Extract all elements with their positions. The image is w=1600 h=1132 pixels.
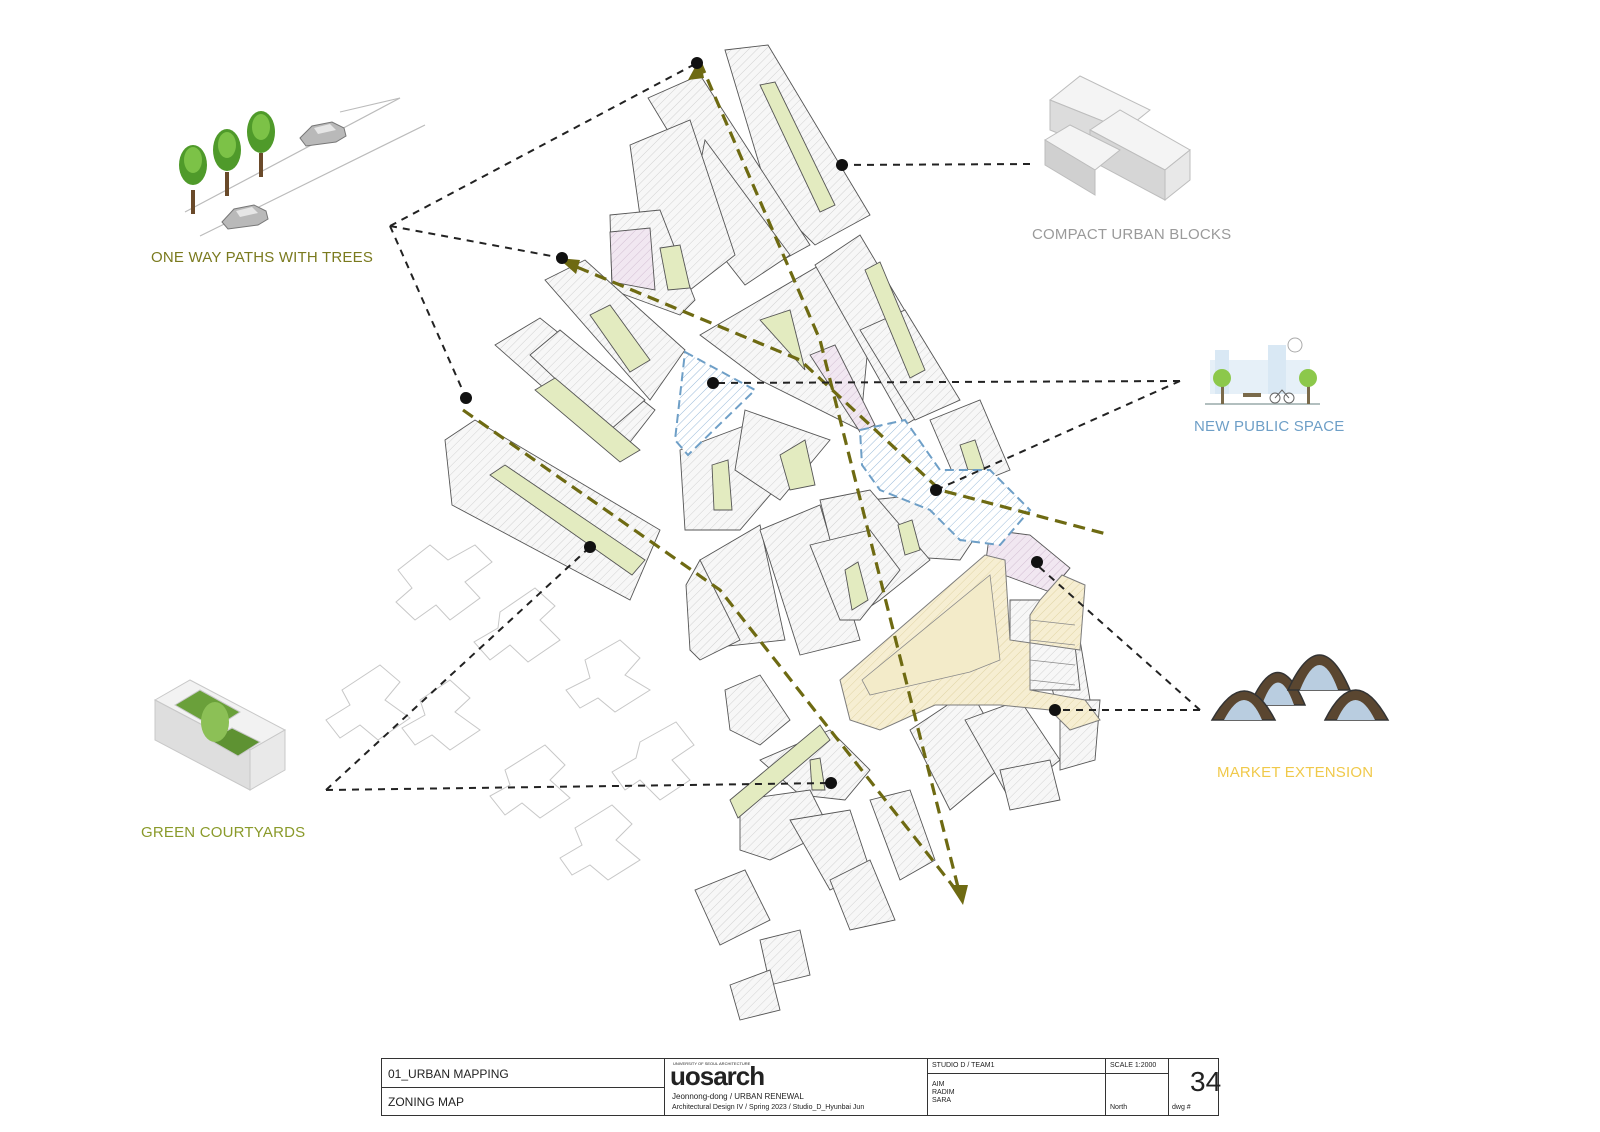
tree-icon <box>1299 369 1317 404</box>
urban-blocks <box>444 44 1101 1021</box>
bicycle-icon <box>1269 389 1295 404</box>
block-s-5 <box>869 789 936 881</box>
leader-lines <box>325 62 1201 791</box>
one-way-paths <box>462 61 1111 896</box>
block-s-8 <box>759 929 811 986</box>
block-s-6 <box>694 869 771 946</box>
logo-subtext: UNIVERSITY OF SEOUL ARCHITECTURE <box>673 1061 751 1066</box>
leader-dots <box>460 57 1061 789</box>
title-block: 01_URBAN MAPPING ZONING MAP UNIVERSITY O… <box>381 1058 1222 1116</box>
block-sw-1 <box>685 559 741 661</box>
tree-icon <box>1213 369 1231 404</box>
label-market-extension: MARKET EXTENSION <box>1217 764 1374 781</box>
block-e-south-5 <box>999 759 1061 811</box>
block-s-9 <box>729 969 781 1021</box>
member-3: SARA <box>932 1097 952 1104</box>
member-2: RADIM <box>932 1089 955 1096</box>
car-icon <box>221 204 269 230</box>
label-one-way-paths: ONE WAY PATHS WITH TREES <box>151 249 374 266</box>
green-courtyards-illustration <box>153 679 287 791</box>
scale-label: SCALE 1:2000 <box>1110 1062 1157 1069</box>
tree-icon <box>213 129 241 196</box>
public-space-illustration <box>1205 337 1320 405</box>
green-courtyards <box>489 81 986 819</box>
block-c-2 <box>759 504 861 656</box>
block-s-3 <box>739 789 831 861</box>
studio-team: STUDIO D / TEAM1 <box>932 1062 995 1069</box>
project-name: Jeonnong-dong / URBAN RENEWAL <box>672 1092 804 1101</box>
bench-icon <box>1243 393 1261 397</box>
block-s-7 <box>829 859 896 931</box>
north-label: North <box>1110 1104 1128 1111</box>
uosarch-logo: uosarch <box>670 1061 765 1091</box>
market-vaults-illustration <box>1210 654 1390 721</box>
context-buildings <box>325 544 695 881</box>
trees-cars-illustration <box>179 97 426 237</box>
tree-icon <box>179 145 207 214</box>
label-compact-blocks: COMPACT URBAN BLOCKS <box>1032 226 1232 243</box>
tree-icon <box>247 111 275 177</box>
label-green-courtyards: GREEN COURTYARDS <box>141 824 306 841</box>
block-s-1 <box>724 674 791 746</box>
label-public-space: NEW PUBLIC SPACE <box>1194 418 1345 435</box>
drawing-title: ZONING MAP <box>388 1095 465 1109</box>
compact-blocks-illustration <box>1044 75 1191 202</box>
course-info: Architectural Design IV / Spring 2023 / … <box>672 1104 865 1111</box>
member-1: AIM <box>932 1081 945 1088</box>
drawing-number: 34 <box>1190 1066 1222 1097</box>
section-title: 01_URBAN MAPPING <box>388 1067 509 1081</box>
car-icon <box>299 121 347 147</box>
market-zone <box>839 554 1101 731</box>
drawing-number-label: dwg # <box>1172 1104 1191 1111</box>
public-space-zones <box>673 350 1032 547</box>
